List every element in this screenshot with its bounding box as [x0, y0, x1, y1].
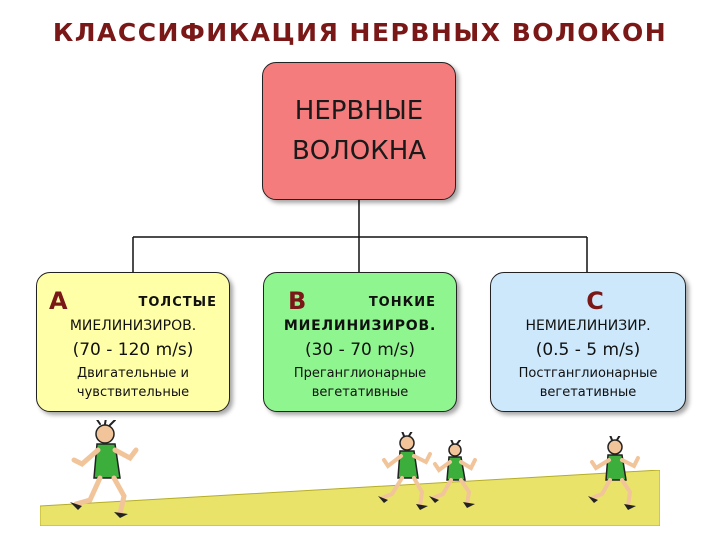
node-description: Преганглионарные вегетативные: [293, 366, 427, 400]
node-myelin: МИЕЛИНИЗИРОВ.: [69, 318, 197, 334]
running-figure-icon: [378, 432, 432, 510]
node-description: Постганглионарные вегетативные: [518, 366, 658, 400]
node-myelin: МИЕЛИНИЗИРОВ.: [283, 318, 437, 334]
node-myelin: НЕМИЕЛИНИЗИР.: [525, 318, 651, 334]
node-type-c: С НЕМИЕЛИНИЗИР. (0.5 - 5 m/s) Постгангли…: [490, 272, 686, 412]
node-speed: (0.5 - 5 m/s): [535, 340, 641, 360]
node-letter: В: [288, 287, 307, 315]
node-type-a: А ТОЛСТЫЕ МИЕЛИНИЗИРОВ. (70 - 120 m/s) Д…: [36, 272, 230, 412]
running-track: [40, 470, 660, 526]
node-thickness: ТОНКИЕ: [368, 295, 436, 310]
root-label: НЕРВНЫЕ ВОЛОКНА: [291, 96, 427, 166]
node-letter: С: [586, 287, 604, 315]
node-letter: А: [49, 287, 68, 315]
node-type-b: В ТОНКИЕ МИЕЛИНИЗИРОВ. (30 - 70 m/s) Пре…: [263, 272, 457, 412]
running-figure-icon: [588, 436, 640, 510]
node-speed: (70 - 120 m/s): [72, 340, 194, 360]
node-speed: (30 - 70 m/s): [304, 340, 416, 360]
root-node: НЕРВНЫЕ ВОЛОКНА: [262, 62, 456, 200]
node-thickness: ТОЛСТЫЕ: [138, 295, 217, 310]
running-figure-icon: [429, 440, 477, 508]
node-description: Двигательные и чувствительные: [76, 366, 190, 400]
diagram-title: КЛАССИФИКАЦИЯ НЕРВНЫХ ВОЛОКОН: [52, 18, 668, 47]
running-figure-icon: [70, 420, 139, 518]
